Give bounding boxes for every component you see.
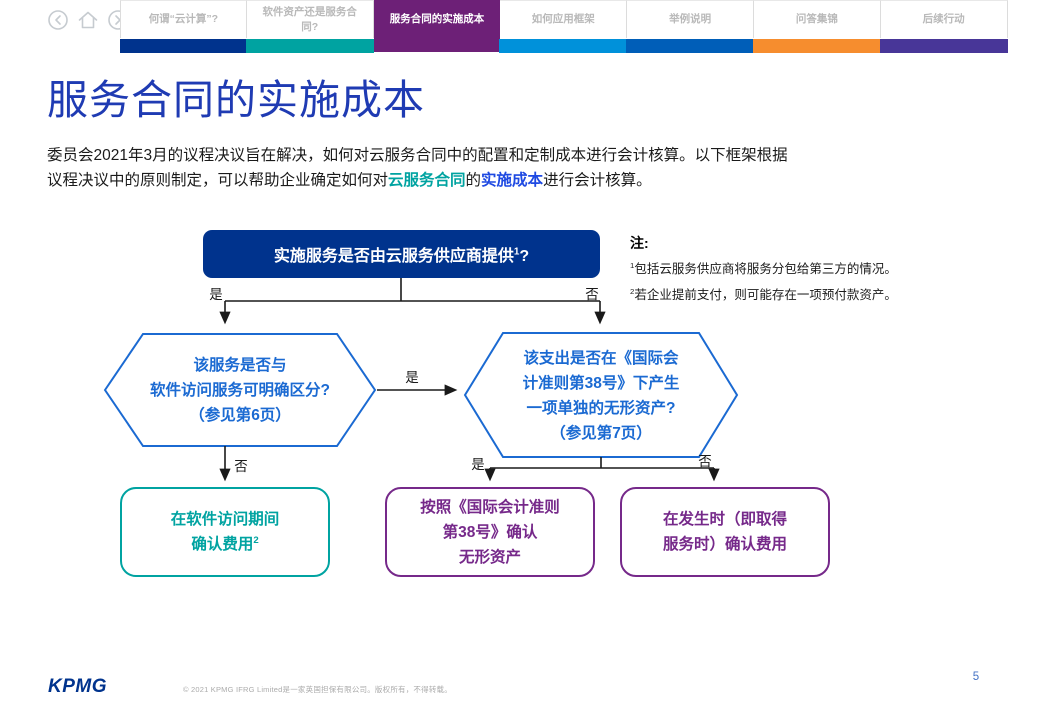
footnotes: 注: 1包括云服务供应商将服务分包给第三方的情况。 2若企业提前支付，则可能存在… bbox=[630, 233, 960, 305]
connector-right-split bbox=[490, 457, 714, 469]
outcome-expense-as-incurred: 在发生时（即取得 服务时）确认费用 bbox=[620, 487, 830, 577]
flowchart-right-hexagon: 该支出是否在《国际会 计准则第38号》下产生 一项单独的无形资产? （参见第7页… bbox=[465, 333, 737, 458]
label-no-left-bottom: 否 bbox=[234, 459, 248, 474]
outcome-line: 确认费用2 bbox=[191, 534, 259, 553]
outcome-recognize-intangible-asset: 按照《国际会计准则 第38号》确认 无形资产 bbox=[385, 487, 595, 577]
footnotes-title: 注: bbox=[630, 235, 649, 251]
outcome-expense-over-access-period: 在软件访问期间 确认费用2 bbox=[120, 487, 330, 577]
outcome-line: 按照《国际会计准则 bbox=[420, 498, 560, 516]
page-number: 5 bbox=[972, 671, 980, 683]
tab-underline bbox=[752, 39, 881, 53]
back-icon[interactable] bbox=[46, 8, 70, 32]
label-yes-right-bottom: 是 bbox=[471, 457, 485, 472]
connector-top-split bbox=[225, 278, 600, 302]
hex-line: 一项单独的无形资产? bbox=[526, 399, 676, 417]
tab-underline bbox=[626, 39, 754, 53]
flowchart-top-question: 实施服务是否由云服务供应商提供1? bbox=[203, 230, 600, 278]
outcome-line: 在软件访问期间 bbox=[170, 511, 280, 528]
outcome-line: 服务时）确认费用 bbox=[662, 536, 787, 553]
footnote-1: 1包括云服务供应商将服务分包给第三方的情况。 bbox=[630, 260, 897, 276]
tab-q-and-a[interactable]: 问答集锦 bbox=[752, 0, 881, 53]
tab-examples[interactable]: 举例说明 bbox=[626, 0, 754, 53]
tab-what-is-cloud[interactable]: 何谓“云计算”? bbox=[120, 0, 247, 53]
hex-line: 该服务是否与 bbox=[193, 356, 287, 374]
intro-line2-pre: 议程决议中的原则制定，可以帮助企业确定如何对 bbox=[47, 172, 389, 190]
intro-paragraph: 委员会2021年3月的议程决议旨在解决，如何对云服务合同中的配置和定制成本进行会… bbox=[47, 143, 927, 193]
copyright-text: © 2021 KPMG IFRG Limited是一家英国担保有限公司。版权所有… bbox=[183, 685, 452, 694]
tab-underline bbox=[499, 39, 628, 53]
tab-underline bbox=[373, 38, 501, 52]
flowchart-left-hexagon: 该服务是否与 软件访问服务可明确区分? （参见第6页） bbox=[105, 334, 375, 446]
kpmg-logo: KPMG bbox=[48, 676, 107, 697]
tab-bar: 何谓“云计算”? 软件资产还是服务合同? 服务合同的实施成本 如何应用框架 举例… bbox=[120, 0, 1008, 53]
tab-label: 软件资产还是服务合同? bbox=[262, 6, 357, 33]
nav-icons bbox=[46, 8, 130, 32]
intro-line1: 委员会2021年3月的议程决议旨在解决，如何对云服务合同中的配置和定制成本进行会… bbox=[47, 147, 788, 164]
tab-asset-or-service[interactable]: 软件资产还是服务合同? bbox=[245, 0, 374, 53]
outcome-line: 无形资产 bbox=[458, 548, 521, 566]
intro-emphasis-cloud-contract: 云服务合同 bbox=[388, 172, 466, 190]
tab-label: 举例说明 bbox=[669, 13, 712, 26]
tab-label: 问答集锦 bbox=[795, 13, 838, 26]
label-no-top-right: 否 bbox=[585, 287, 599, 302]
tab-next-steps[interactable]: 后续行动 bbox=[879, 0, 1008, 53]
hex-line: 软件访问服务可明确区分? bbox=[150, 381, 330, 399]
hex-line: （参见第6页） bbox=[189, 406, 291, 424]
hex-line: 计准则第38号》下产生 bbox=[522, 374, 680, 392]
home-icon[interactable] bbox=[75, 8, 101, 32]
tab-label: 服务合同的实施成本 bbox=[389, 12, 485, 25]
label-no-right-bottom: 否 bbox=[698, 454, 712, 469]
outcome-line: 第38号》确认 bbox=[442, 523, 538, 541]
footnote-2: 2若企业提前支付，则可能存在一项预付款资产。 bbox=[630, 286, 897, 302]
intro-line2-mid: 的 bbox=[465, 172, 482, 190]
tab-how-to-apply[interactable]: 如何应用框架 bbox=[499, 0, 628, 53]
outcome-line: 在发生时（即取得 bbox=[662, 511, 787, 528]
tab-underline bbox=[245, 39, 374, 53]
intro-line2-post: 进行会计核算。 bbox=[543, 172, 652, 190]
tab-implementation-costs[interactable]: 服务合同的实施成本 bbox=[373, 0, 501, 52]
hex-line: （参见第7页） bbox=[550, 424, 652, 442]
intro-emphasis-implementation-cost: 实施成本 bbox=[481, 172, 544, 190]
tab-label: 何谓“云计算”? bbox=[148, 13, 219, 26]
tab-underline bbox=[879, 39, 1008, 53]
hex-line: 该支出是否在《国际会 bbox=[523, 349, 679, 367]
label-yes-mid: 是 bbox=[405, 370, 419, 385]
tab-underline bbox=[120, 39, 247, 53]
label-yes-top-left: 是 bbox=[209, 287, 223, 302]
tab-label: 后续行动 bbox=[922, 13, 965, 26]
page-title: 服务合同的实施成本 bbox=[47, 77, 425, 123]
top-question-text: 实施服务是否由云服务供应商提供1? bbox=[273, 246, 530, 265]
tab-label: 如何应用框架 bbox=[531, 13, 595, 26]
